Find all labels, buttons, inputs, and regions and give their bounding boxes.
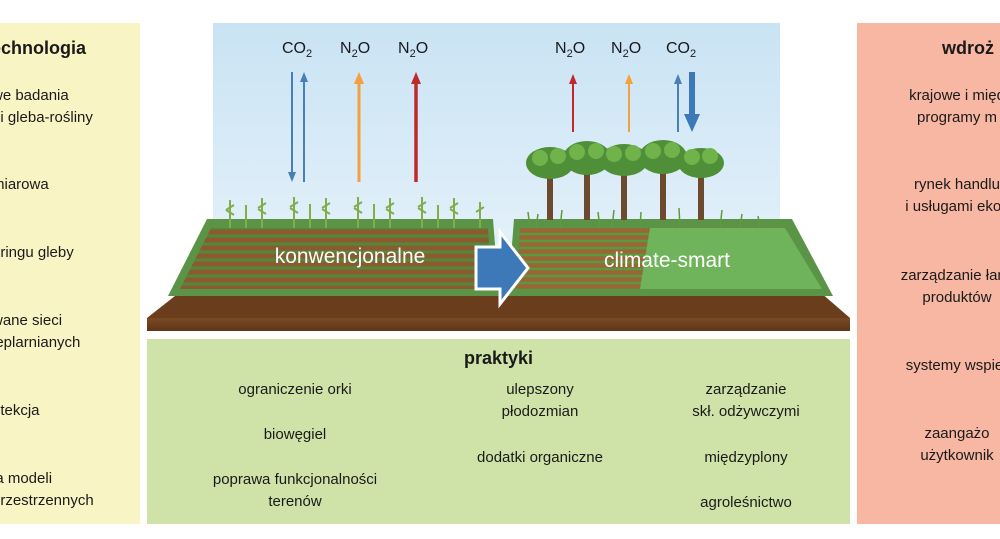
corn-plants	[225, 197, 485, 228]
gas-flux-arrows-conventional	[288, 72, 421, 182]
practice-item: ograniczenie orki	[238, 381, 352, 398]
climate-smart-label: climate-smart	[604, 249, 730, 272]
climate-smart-cropland	[516, 228, 650, 289]
gas-label-co2: CO2	[282, 40, 313, 61]
technology-item: we badania	[0, 87, 69, 104]
technology-item: orzestrzennych	[0, 492, 94, 509]
practice-item: płodozmian	[501, 403, 579, 420]
gas-label-n2o: N2O	[555, 40, 586, 61]
technology-item: ja modeli	[0, 470, 53, 487]
practice-item: dodatki organiczne	[477, 449, 603, 466]
technology-item: ni gleba-rośliny	[0, 109, 93, 126]
implementation-item: użytkownik	[920, 447, 994, 464]
agroforestry-trees	[526, 140, 724, 220]
practice-item: poprawa funkcjonalności	[212, 471, 378, 488]
technology-item: wane sieci	[0, 312, 63, 329]
transition-arrow	[474, 227, 530, 309]
practice-item: agroleśnictwo	[700, 494, 792, 511]
implementation-item: krajowe i międ	[909, 87, 1000, 104]
implementation-item: produktów	[922, 289, 992, 306]
gas-label-n2o: N2O	[611, 40, 642, 61]
gas-label-n2o: N2O	[398, 40, 429, 61]
climate-smart-grassland	[640, 228, 822, 289]
practices-title: praktyki	[463, 348, 534, 368]
implementation-item: programy m	[916, 109, 998, 126]
technology-item: miarowa	[0, 176, 49, 193]
technology-title: echnologia	[0, 38, 87, 58]
soil-base	[147, 318, 850, 331]
implementation-item: zarządzanie łańc	[900, 267, 1000, 284]
gas-label-co2: CO2	[666, 40, 697, 61]
practice-item: zarządzanie	[705, 381, 787, 398]
practice-item: międzyplony	[704, 449, 788, 466]
conventional-field	[180, 228, 492, 289]
technology-item: oringu gleby	[0, 244, 74, 261]
implementation-item: rynek handlu	[914, 176, 1000, 193]
practice-item: skł. odżywczymi	[692, 403, 800, 420]
conventional-label: konwencjonalne	[275, 245, 426, 268]
gas-label-n2o: N2O	[340, 40, 371, 61]
practice-item: terenów	[268, 493, 322, 510]
implementation-item: i usługami ekos	[905, 198, 1000, 215]
implementation-item: systemy wspier	[905, 357, 1000, 374]
practice-item: biowęgiel	[263, 426, 327, 443]
technology-item: etekcja	[0, 402, 40, 419]
gas-flux-arrows-climate-smart	[569, 72, 700, 132]
technology-item: ieplarnianych	[0, 334, 81, 351]
implementation-panel: wdroż krajowe i międ programy m rynek ha…	[857, 23, 1000, 524]
implementation-title: wdroż	[942, 38, 994, 58]
practice-item: ulepszony	[506, 381, 574, 398]
practices-panel: praktyki ograniczenie orki biowęgiel pop…	[147, 339, 850, 524]
technology-panel: echnologia we badania ni gleba-rośliny m…	[0, 23, 140, 524]
cover-crops	[527, 207, 761, 229]
implementation-item: zaangażo	[924, 425, 990, 442]
